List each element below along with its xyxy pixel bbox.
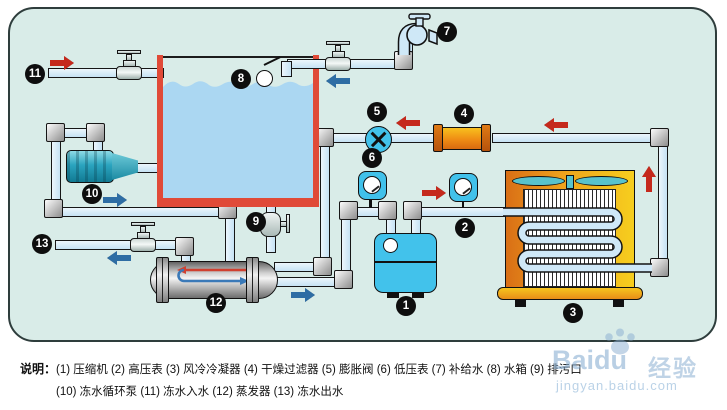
tank-wall-left (157, 55, 163, 207)
gate-valve-body (116, 66, 142, 80)
pipe-elbow (46, 123, 65, 142)
pipe-elbow (313, 257, 332, 276)
condenser-coil (503, 207, 652, 273)
compressor-port-cap (383, 238, 398, 253)
gate-valve-handle (131, 222, 155, 226)
gauge-stem (461, 201, 464, 208)
flow-arrow-red-icon (544, 118, 568, 132)
drier-filter-body (442, 127, 482, 150)
label-badge-4: 4 (454, 104, 474, 124)
watermark-url: jingyan.baidu.com (556, 378, 678, 393)
pipe-segment (333, 133, 367, 143)
flow-arrow-blue-icon (107, 251, 131, 265)
pipe-segment (492, 133, 652, 143)
flow-arrow-red-icon (422, 186, 446, 200)
compressor-body (374, 233, 437, 293)
pump-body (66, 150, 114, 183)
flow-arrow-blue-icon (326, 74, 350, 88)
label-badge-9: 9 (246, 212, 266, 232)
condenser-foot (613, 300, 624, 307)
fan-blade-right (575, 176, 628, 186)
gauge-needle (462, 187, 471, 195)
pipe-segment (60, 207, 228, 217)
label-badge-13: 13 (32, 234, 52, 254)
pipe-segment (51, 141, 61, 203)
flow-arrow-blue-icon (291, 288, 315, 302)
pipe-segment (225, 218, 235, 264)
faucet-icon (397, 13, 438, 55)
compressor-foot (387, 292, 399, 298)
tank-wall-bottom (157, 198, 319, 207)
condenser-base (497, 287, 643, 300)
high-pressure-gauge (449, 173, 478, 202)
pipe-elbow (339, 201, 358, 220)
flow-arrow-red-icon (396, 116, 420, 130)
label-badge-10: 10 (82, 184, 102, 204)
pipe-elbow (650, 128, 669, 147)
condenser-foot (515, 300, 526, 307)
pipe-segment (48, 68, 164, 78)
gate-valve-body (130, 238, 156, 252)
watermark-badge: 经验 (648, 355, 698, 381)
label-badge-8: 8 (231, 69, 251, 89)
legend-line-2: (10) 冻水循环泵 (11) 冻水入水 (12) 蒸发器 (13) 冻水出水 (56, 386, 344, 398)
tank-top-line (163, 56, 313, 58)
low-pressure-gauge (358, 171, 387, 200)
flow-arrow-blue-icon (103, 193, 127, 207)
flow-arrow-red-icon (642, 166, 656, 192)
label-badge-6: 6 (362, 148, 382, 168)
legend-line-1: (1) 压缩机 (2) 高压表 (3) 风冷冷凝器 (4) 干燥过滤器 (5) … (56, 364, 582, 376)
gauge-dial (363, 176, 381, 194)
label-badge-2: 2 (455, 218, 475, 238)
compressor-seam (375, 261, 436, 263)
tank-wall-right (313, 55, 319, 207)
tank-water (163, 81, 313, 199)
legend-prefix: 说明： (20, 362, 57, 376)
flange-line (161, 258, 163, 302)
compressor-foot (412, 292, 424, 298)
pipe-elbow (378, 201, 397, 220)
pipe-elbow (86, 123, 105, 142)
fan-hub (566, 175, 574, 189)
gate-valve-body (325, 57, 351, 71)
pipe-segment (421, 207, 506, 217)
flange-line (251, 258, 253, 302)
flow-arrow-red-icon (50, 56, 74, 70)
filter-cap-right (481, 124, 491, 152)
gauge-needle (371, 185, 380, 193)
evaporator-flange-left (156, 257, 169, 303)
evaporator-flow-arrows (177, 266, 249, 285)
gate-valve-handle (117, 50, 141, 54)
pipe-segment (386, 218, 396, 234)
gate-valve-handle (326, 41, 350, 45)
pipe-elbow (44, 199, 63, 218)
evaporator-flange-right (246, 257, 259, 303)
expansion-valve (365, 126, 392, 153)
pipe-elbow (334, 270, 353, 289)
pipe-segment (320, 145, 330, 259)
label-badge-11: 11 (25, 64, 45, 84)
pipe-elbow (175, 237, 194, 256)
fan-blade-left (512, 176, 565, 186)
label-badge-5: 5 (367, 102, 387, 122)
label-badge-1: 1 (396, 296, 416, 316)
pipe-segment (55, 240, 183, 250)
label-badge-3: 3 (563, 303, 583, 323)
float-inlet-stub (281, 61, 292, 77)
pipe-segment (411, 218, 421, 234)
gauge-dial (454, 178, 472, 196)
drain-valve-handle (286, 214, 290, 233)
pipe-segment (274, 277, 336, 287)
pipe-segment (341, 219, 351, 272)
gauge-stem (369, 199, 372, 208)
pipe-segment (389, 133, 435, 143)
pipe-elbow (403, 201, 422, 220)
label-badge-12: 12 (206, 293, 226, 313)
label-badge-7: 7 (437, 22, 457, 42)
float-ball-valve (256, 70, 273, 87)
